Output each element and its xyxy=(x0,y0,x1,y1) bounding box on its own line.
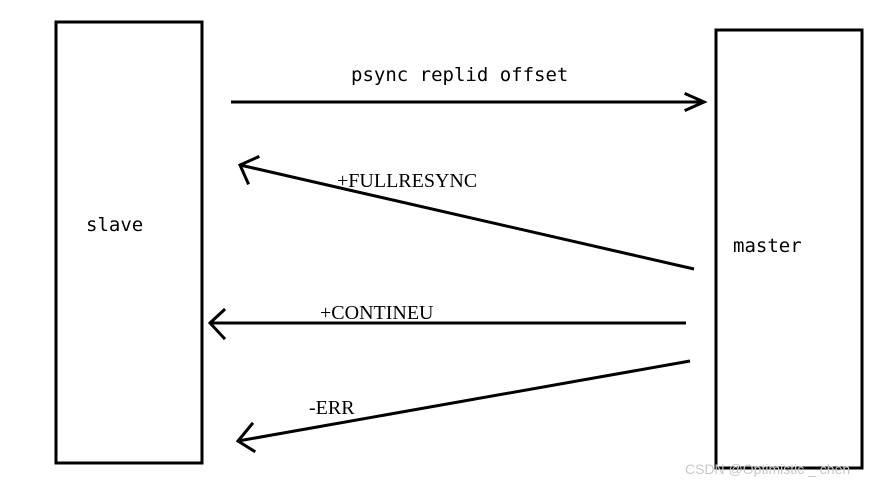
err-arrow-head xyxy=(235,421,257,454)
fullresync-arrow-line xyxy=(239,163,695,271)
slave-node: slave xyxy=(54,20,204,465)
err-arrow-line xyxy=(237,359,691,443)
continue-message: +CONTINEU xyxy=(207,302,686,341)
psync-message: psync replid offset xyxy=(231,64,708,112)
fullresync-arrow-head xyxy=(238,155,260,185)
slave-label: slave xyxy=(86,214,143,236)
watermark-text: CSDN @Optimistic _ chen xyxy=(685,461,850,477)
fullresync-label: +FULLRESYNC xyxy=(337,170,477,192)
master-node: master xyxy=(714,28,864,470)
psync-arrow-head xyxy=(684,92,708,112)
master-label: master xyxy=(733,235,802,257)
err-label: -ERR xyxy=(309,397,355,419)
master-box xyxy=(714,28,864,470)
psync-label: psync replid offset xyxy=(351,64,568,86)
continue-arrow-head xyxy=(207,307,227,341)
slave-box xyxy=(54,20,204,465)
err-message: -ERR xyxy=(235,359,691,454)
continue-label: +CONTINEU xyxy=(320,302,434,324)
fullresync-message: +FULLRESYNC xyxy=(238,155,695,271)
